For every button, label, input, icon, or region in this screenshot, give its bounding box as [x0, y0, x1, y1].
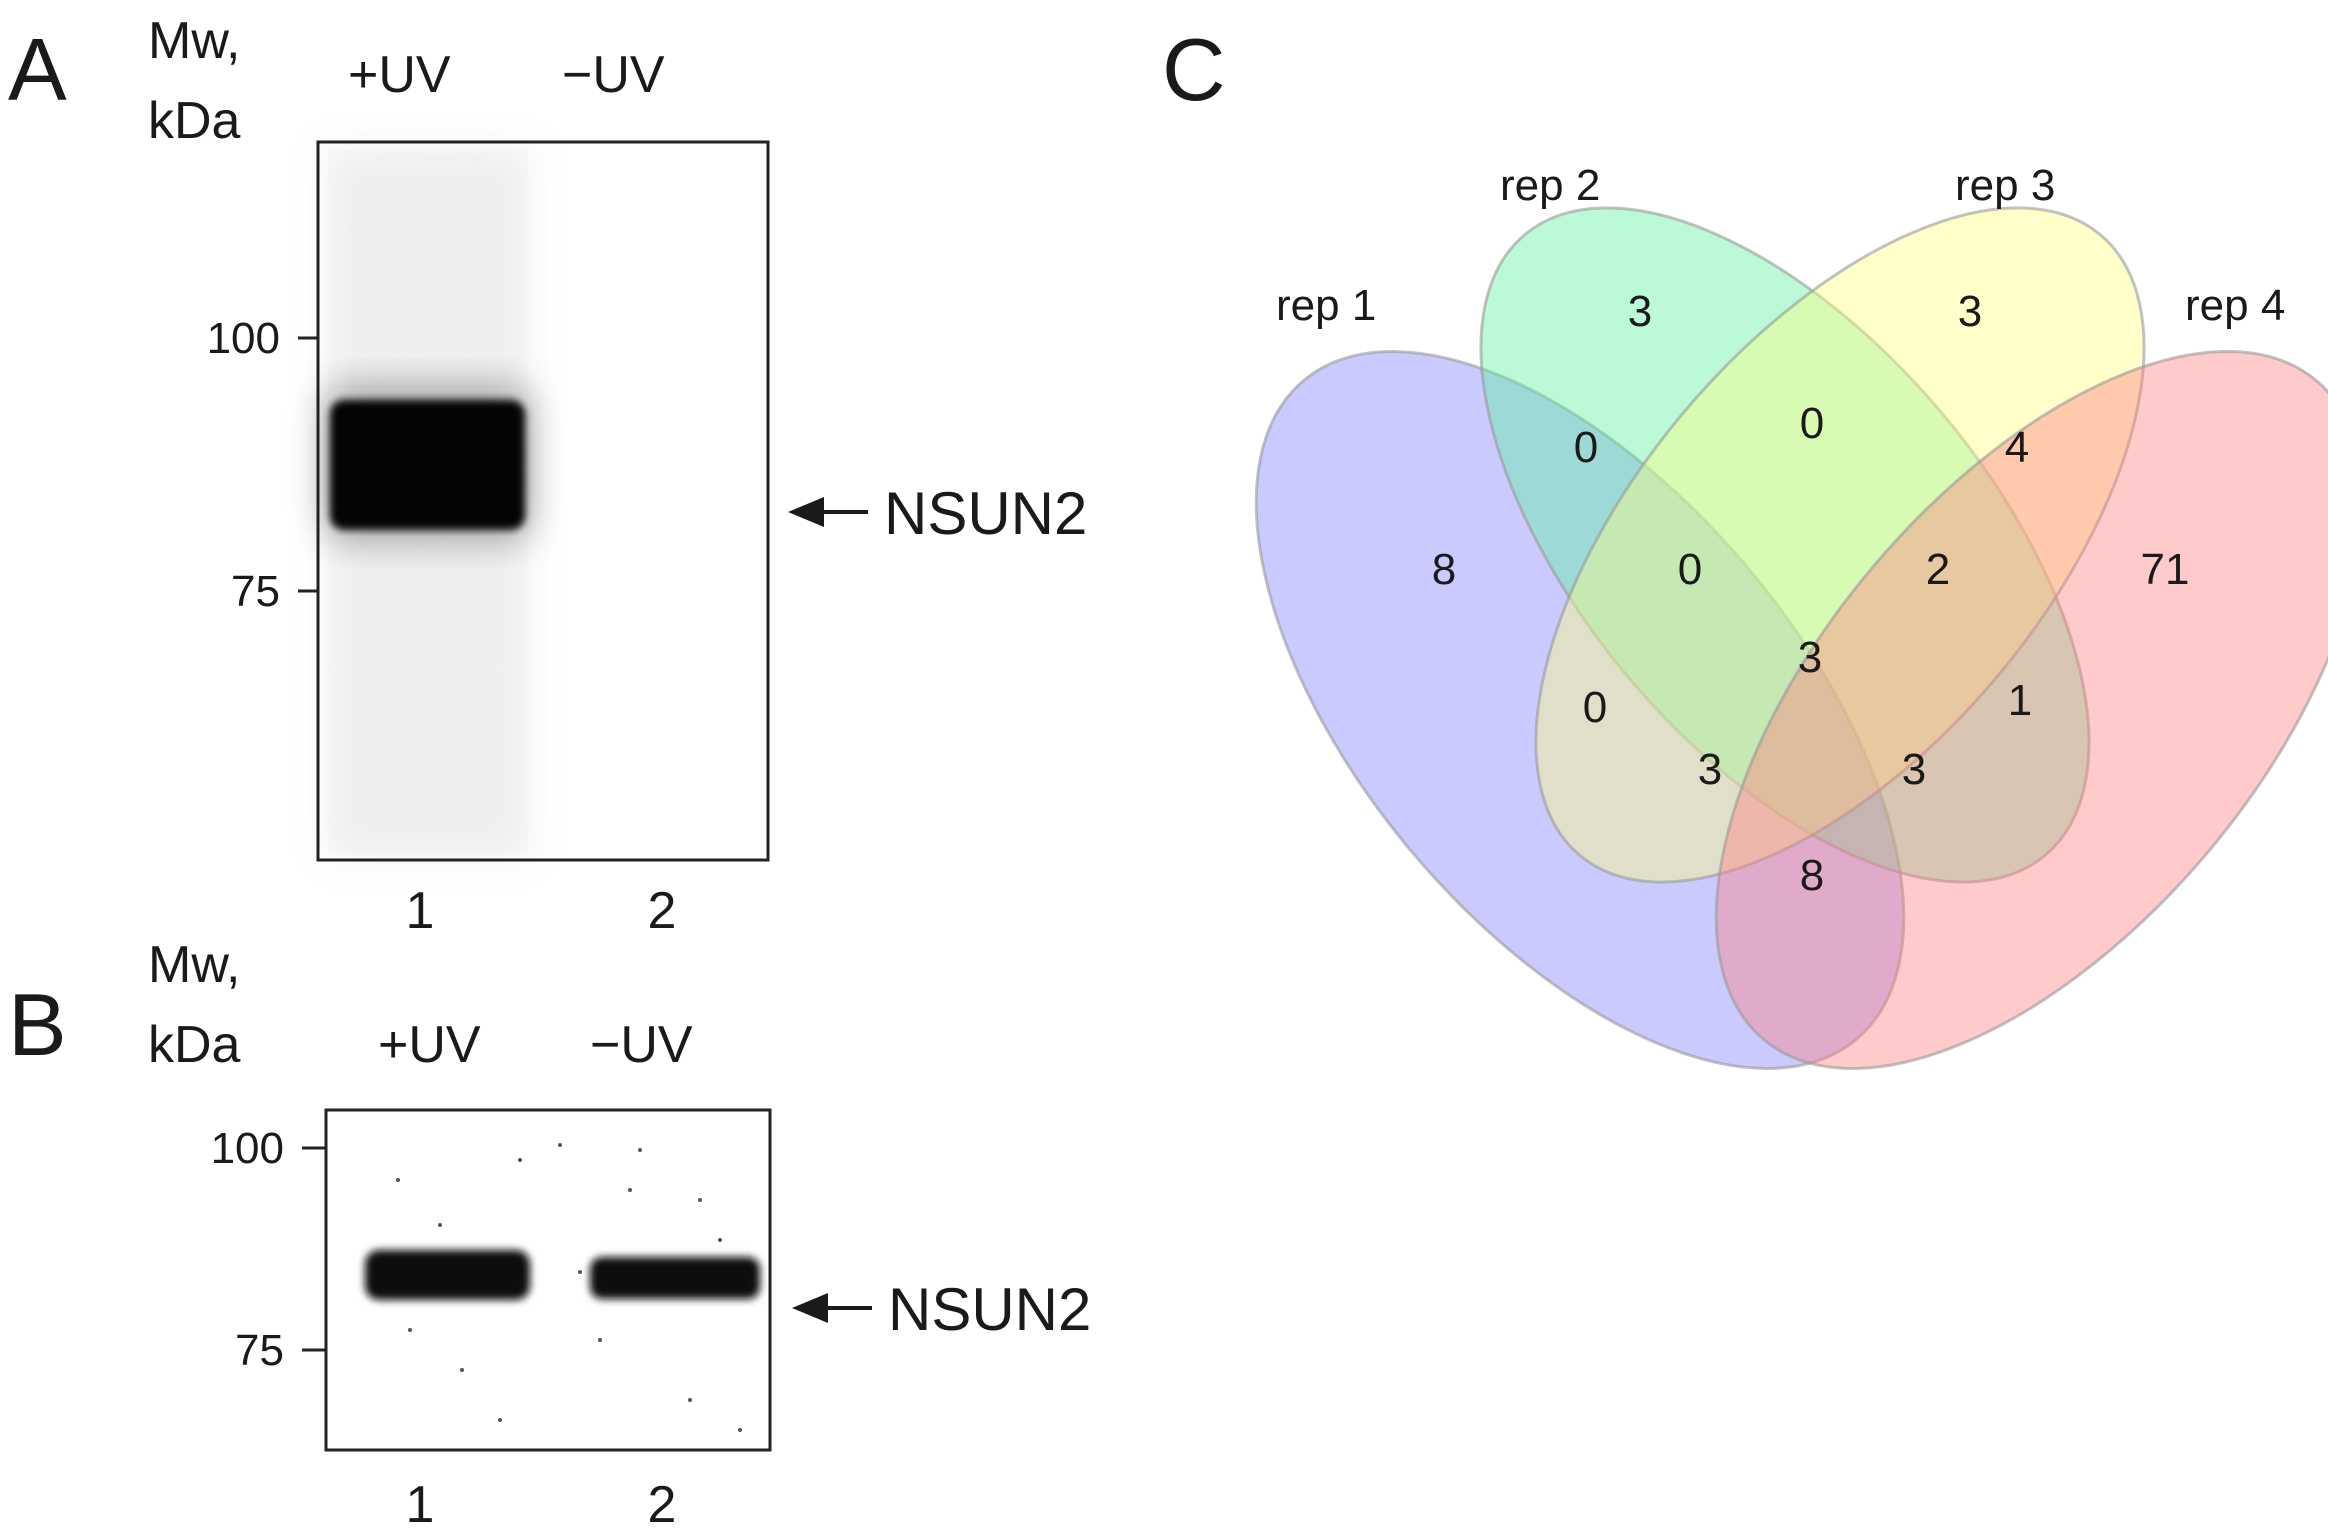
blot-a-tick-label-75: 75: [231, 567, 280, 616]
blot-a-nsun2-arrow: [788, 497, 868, 527]
panel-b-kda-label: kDa: [148, 1016, 241, 1074]
blot-a-lane-number-1: 1: [406, 882, 435, 940]
blot-b-speckles: [396, 1143, 742, 1432]
blot-a: [316, 140, 770, 862]
panel-a-lane-label-minus-uv: −UV: [562, 46, 665, 104]
arrow-b-head-icon: [792, 1293, 828, 1323]
blot-b-tick-label-75: 75: [235, 1326, 284, 1375]
region-rep1-rep2-rep3: 0: [1678, 545, 1702, 594]
region-rep1-rep4: 8: [1800, 851, 1824, 900]
venn-region-counts: 8 3 3 71 0 0 4 0 1 8 0 2 3 3 3: [1432, 287, 2190, 900]
blot-b-frame: [324, 1108, 772, 1452]
venn-diagram: [1254, 206, 2328, 1070]
blot-b: [324, 1108, 772, 1452]
panel-b-lane-label-plus-uv: +UV: [378, 1016, 481, 1074]
region-rep1-rep3-rep4: 3: [1698, 745, 1722, 794]
venn-set-rep-3: [1534, 206, 2146, 884]
region-rep2-rep3-rep4: 2: [1926, 545, 1950, 594]
blot-b-lane-number-1: 1: [406, 1476, 435, 1530]
region-only-rep4: 71: [2141, 545, 2190, 594]
region-rep1-rep3: 0: [1583, 683, 1607, 732]
panel-b-lane-label-minus-uv: −UV: [590, 1016, 693, 1074]
venn-label-rep-3: rep 3: [1955, 161, 2055, 210]
region-all-four: 3: [1798, 633, 1822, 682]
panel-b-mw-label: Mw,: [148, 936, 240, 994]
panel-a-mw-label: Mw,: [148, 12, 240, 70]
blot-b-nsun2-arrow: [792, 1293, 872, 1323]
region-rep3-rep4: 4: [2005, 423, 2029, 472]
blot-a-lane-number-2: 2: [648, 882, 677, 940]
blot-b-band-lane1: [365, 1250, 530, 1300]
venn-set-rep-2: [1479, 206, 2091, 884]
venn-label-rep-4: rep 4: [2185, 281, 2285, 330]
blot-a-band-label: NSUN2: [884, 480, 1087, 547]
panel-b-letter: B: [8, 975, 67, 1074]
blot-a-band-halo: [325, 388, 530, 538]
venn-set-rep-4: [1714, 350, 2328, 1070]
panel-a-letter: A: [8, 20, 67, 119]
region-only-rep2: 3: [1628, 287, 1652, 336]
venn-label-rep-2: rep 2: [1500, 161, 1600, 210]
panel-b: B Mw, kDa +UV −UV 100 75 NSUN2: [8, 936, 1091, 1530]
panel-c-letter: C: [1162, 20, 1226, 119]
blot-b-lane-number-2: 2: [648, 1476, 677, 1530]
blot-a-tick-label-100: 100: [207, 314, 280, 363]
panel-a-kda-label: kDa: [148, 92, 241, 150]
region-only-rep1: 8: [1432, 545, 1456, 594]
panel-a-lane-label-plus-uv: +UV: [348, 46, 451, 104]
venn-label-rep-1: rep 1: [1276, 281, 1376, 330]
blot-a-frame: [316, 140, 770, 862]
region-rep1-rep2: 0: [1574, 423, 1598, 472]
region-rep1-rep2-rep4: 3: [1902, 745, 1926, 794]
region-only-rep3: 3: [1958, 287, 1982, 336]
venn-set-rep-1: [1254, 350, 1906, 1070]
blot-b-tick-label-100: 100: [211, 1124, 284, 1173]
panel-c: C rep 1 rep 2 rep 3 rep 4 8 3 3 71 0 0 4…: [1162, 20, 2328, 1070]
region-rep2-rep3: 0: [1800, 399, 1824, 448]
blot-b-band-label: NSUN2: [888, 1276, 1091, 1343]
region-rep2-rep4: 1: [2008, 676, 2032, 725]
arrow-a-head-icon: [788, 497, 824, 527]
panel-a: A Mw, kDa +UV −UV 100 75 NSUN2 1 2: [8, 12, 1087, 940]
blot-b-band-lane2: [590, 1257, 760, 1299]
